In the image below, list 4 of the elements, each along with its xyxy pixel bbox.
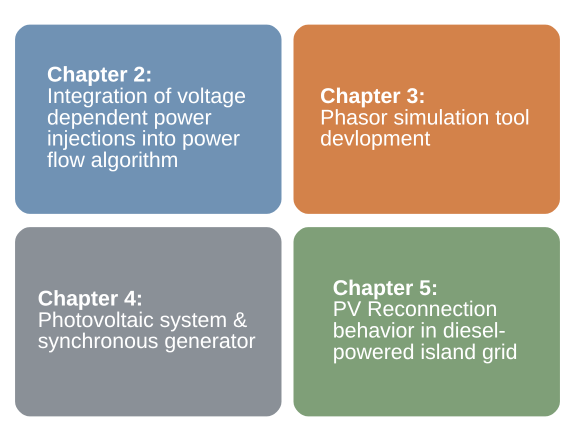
node-box: Chapter 5: PV Reconnection behavior in diesel-powered island grid [290,224,563,418]
node-box: Chapter 3: Phasor simulation tool devlopment [290,22,563,216]
node-box: Chapter 4: Photovoltaic system & synchronous generator [12,224,284,418]
node-box: Chapter 2: Integration of voltage dependent power injections into power flow algorithm [12,22,284,216]
